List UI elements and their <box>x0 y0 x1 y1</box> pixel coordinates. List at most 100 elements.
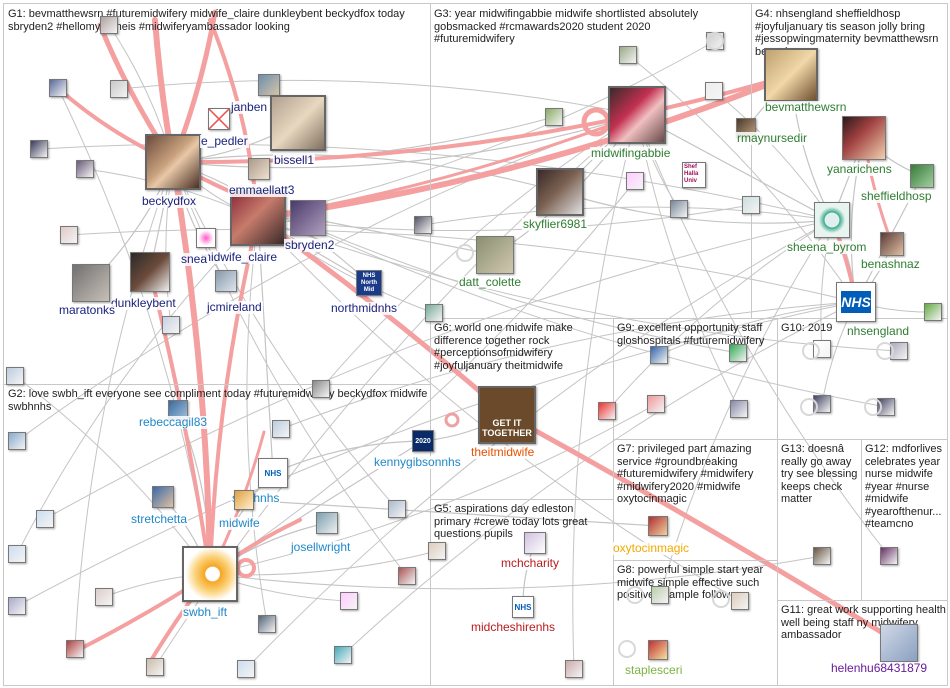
avatar-node <box>880 547 898 565</box>
edge-37 <box>118 79 638 116</box>
avatar-node <box>398 567 416 585</box>
node-label-janbenn: janben <box>230 100 269 114</box>
avatar-node <box>66 640 84 658</box>
node-label-sheffieldhosp: sheffieldhosp <box>860 189 933 203</box>
node-oxytocinmagic <box>648 516 668 536</box>
node-sheffieldhosp <box>910 164 934 188</box>
edge-28 <box>243 499 659 527</box>
node-label-e_pedler: e_pedler <box>200 134 249 148</box>
edge-32 <box>172 114 638 169</box>
avatar-node <box>76 160 94 178</box>
node-label-sbryden2: sbryden2 <box>284 238 336 252</box>
edge-53 <box>172 161 408 577</box>
avatar-node <box>813 547 831 565</box>
avatar-node <box>651 586 669 604</box>
node-beckydfox <box>145 134 201 190</box>
node-midwifingabbie <box>608 86 666 144</box>
broken-image-icon <box>209 109 229 129</box>
node-bissell1 <box>270 95 326 151</box>
node-label-maratonka: maratonks <box>58 303 117 317</box>
group-label-g5: G5: aspirations day edleston primary #cr… <box>434 503 588 540</box>
edge-14 <box>272 440 424 474</box>
placeholder-node-ring <box>618 640 636 658</box>
node-label-yanarichens: yanarichens <box>826 162 893 176</box>
avatar-node <box>598 402 616 420</box>
edge-62 <box>606 219 833 412</box>
node-stretchetta <box>152 486 174 508</box>
avatar-node <box>8 545 26 563</box>
node-label-oxytocinmagic: oxytocinmagic <box>612 541 691 555</box>
avatar-node <box>95 588 113 606</box>
node-logo-text: NHS North Mid <box>361 272 377 293</box>
avatar-node <box>670 200 688 218</box>
node-logo-text: GET IT TOGETHER <box>482 418 532 438</box>
node-sheffield-logo: Shef Halla Univ <box>682 162 706 188</box>
group-label-g9: G9: excellent opportunity staff gloshosp… <box>617 322 765 347</box>
avatar-node <box>30 140 48 158</box>
avatar-node <box>428 542 446 560</box>
avatar-node <box>237 660 255 678</box>
node-logo-text: Shef Halla Univ <box>684 164 699 184</box>
node-label-northmidnhs: northmidnhs <box>330 301 399 315</box>
avatar-node <box>312 380 330 398</box>
avatar-node <box>49 79 67 97</box>
group-label-g12: G12: mdforlives celebrates year nurse mi… <box>865 443 943 530</box>
avatar-node <box>742 196 760 214</box>
avatar-node <box>626 172 644 190</box>
node-skyflier6981 <box>536 168 584 216</box>
node-dunkleybent <box>130 252 170 292</box>
node-label-nhsengland: nhsengland <box>846 324 911 338</box>
node-label-midcheshirenhs: midcheshirenhs <box>470 620 557 634</box>
node-label-midwifingabbie: midwifingabbie <box>590 146 672 160</box>
self-loop <box>236 558 256 578</box>
group-label-g13: G13: doesnâ really go away try see bless… <box>781 443 858 505</box>
node-label-stretchetta: stretchetta <box>130 512 189 526</box>
avatar-node <box>729 344 747 362</box>
node-label-midwife: midwife <box>218 516 261 530</box>
avatar-node <box>110 80 128 98</box>
placeholder-node-ring <box>456 244 474 262</box>
group-label-g10: G10: 2019 <box>781 322 833 334</box>
avatar-node <box>730 400 748 418</box>
node-label-bissell1: bissell1 <box>273 153 316 167</box>
edge-88 <box>170 159 213 577</box>
avatar-node <box>388 500 406 518</box>
node-logo-text: NHS <box>841 291 871 313</box>
node-label-sheena_byrom: sheena_byrom <box>786 240 868 254</box>
edge-7 <box>257 217 274 474</box>
edge-72 <box>209 403 657 575</box>
group-label-g2: G2: love swbh_ift everyone see complimen… <box>8 388 428 413</box>
group-label-g6: G6: world one midwife make difference to… <box>434 322 573 372</box>
node-label-mchcharity: mchcharity <box>500 556 561 570</box>
edge-43 <box>16 114 638 442</box>
node-swbhnhs: NHS <box>258 458 288 488</box>
group-box-g11 <box>777 600 948 686</box>
edge-42 <box>14 375 211 575</box>
node-label-rmaynursedir: rmaynursedir <box>736 131 809 145</box>
placeholder-node-ring <box>712 590 730 608</box>
avatar-node <box>258 615 276 633</box>
edge-56 <box>422 206 833 226</box>
node-label-josellwright: josellwright <box>290 540 352 554</box>
node-snea <box>196 228 216 248</box>
node-label-benashnaz: benashnaz <box>860 257 921 271</box>
node-logo-text: NHS <box>264 468 282 478</box>
avatar-node <box>60 226 78 244</box>
avatar-node <box>425 304 443 322</box>
node-midcheshirenhs: NHS <box>512 596 534 618</box>
placeholder-node-ring <box>800 398 818 416</box>
avatar-node <box>731 592 749 610</box>
edge-51 <box>246 217 268 625</box>
avatar-node <box>6 367 24 385</box>
node-label-rebeccagil83: rebeccagil83 <box>138 415 209 429</box>
placeholder-node-ring <box>876 342 894 360</box>
node-label-bevmatthewsrn: bevmatthewsrn <box>764 100 848 114</box>
group-label-g7: G7: privileged part amazing service #gro… <box>617 443 754 505</box>
node-label-jcmireland: jcmireland <box>206 300 263 314</box>
placeholder-node-ring <box>626 586 644 604</box>
edge-47 <box>74 161 174 650</box>
edge-78 <box>209 555 823 590</box>
edge-44 <box>44 219 833 520</box>
node-e_pedler <box>208 108 230 130</box>
edge-66 <box>209 180 636 575</box>
